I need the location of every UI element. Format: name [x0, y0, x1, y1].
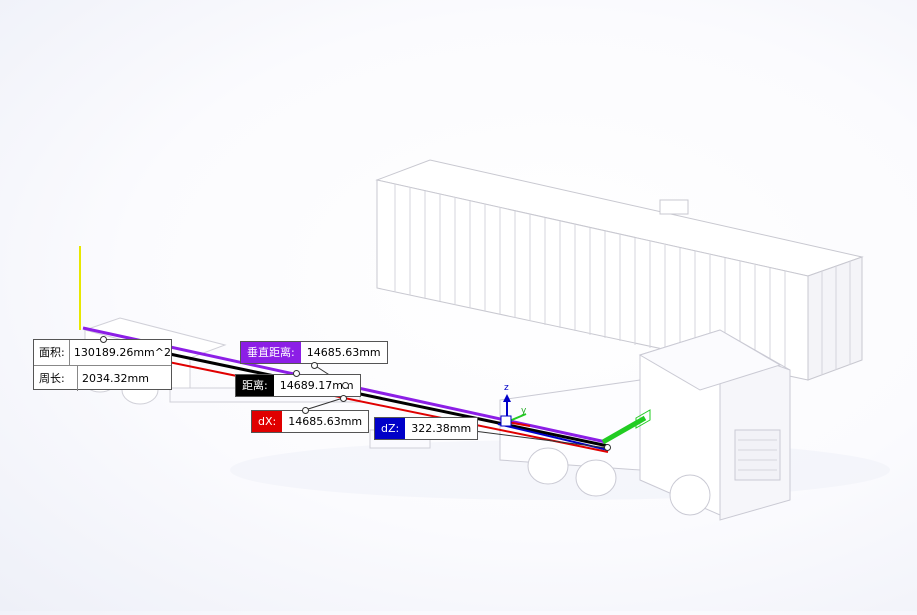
dx-line	[109, 349, 609, 453]
shipping-container[interactable]	[375, 159, 864, 381]
perimeter-label: 周长:	[34, 366, 78, 391]
dz-value: 322.38mm	[411, 422, 472, 435]
dx-callout[interactable]: dX: 14685.63mm	[251, 410, 370, 433]
callout-anchor-dot[interactable]	[340, 395, 347, 402]
dz-label: dZ:	[375, 418, 406, 439]
vertical-distance-callout[interactable]: 垂直距离: 14685.63mm	[240, 341, 388, 364]
dx-value: 14685.63mm	[288, 415, 363, 428]
area-perimeter-callout[interactable]: 面积: 130189.26mm^2 周长: 2034.32mm	[33, 339, 172, 391]
dx-label: dX:	[252, 411, 283, 432]
y-axis-line	[601, 415, 647, 445]
truck-cab[interactable]	[499, 329, 791, 521]
distance-label: 距离:	[236, 375, 274, 396]
triad-z-label: z	[504, 383, 509, 393]
triad-y-label: y	[521, 406, 527, 416]
coordinate-triad-icon	[500, 394, 531, 427]
area-row: 面积: 130189.26mm^2	[34, 340, 171, 366]
area-label: 面积:	[34, 340, 70, 365]
callout-anchor-dot[interactable]	[302, 407, 309, 414]
callout-anchor-dot[interactable]	[342, 382, 349, 389]
area-value: 130189.26mm^2	[73, 346, 171, 359]
vertical-distance-value: 14685.63mm	[306, 346, 381, 359]
perimeter-value: 2034.32mm	[82, 372, 149, 385]
callout-anchor-dot[interactable]	[293, 370, 300, 377]
dz-callout[interactable]: dZ: 322.38mm	[374, 417, 479, 440]
perimeter-row: 周长: 2034.32mm	[34, 366, 171, 391]
callout-anchor-dot[interactable]	[100, 336, 107, 343]
vertical-distance-label: 垂直距离:	[241, 342, 301, 363]
callout-anchor-dot[interactable]	[311, 362, 318, 369]
distance-callout[interactable]: 距离: 14689.17mm	[235, 374, 361, 397]
distance-value: 14689.17mm	[279, 379, 354, 392]
callout-anchor-dot[interactable]	[604, 444, 611, 451]
